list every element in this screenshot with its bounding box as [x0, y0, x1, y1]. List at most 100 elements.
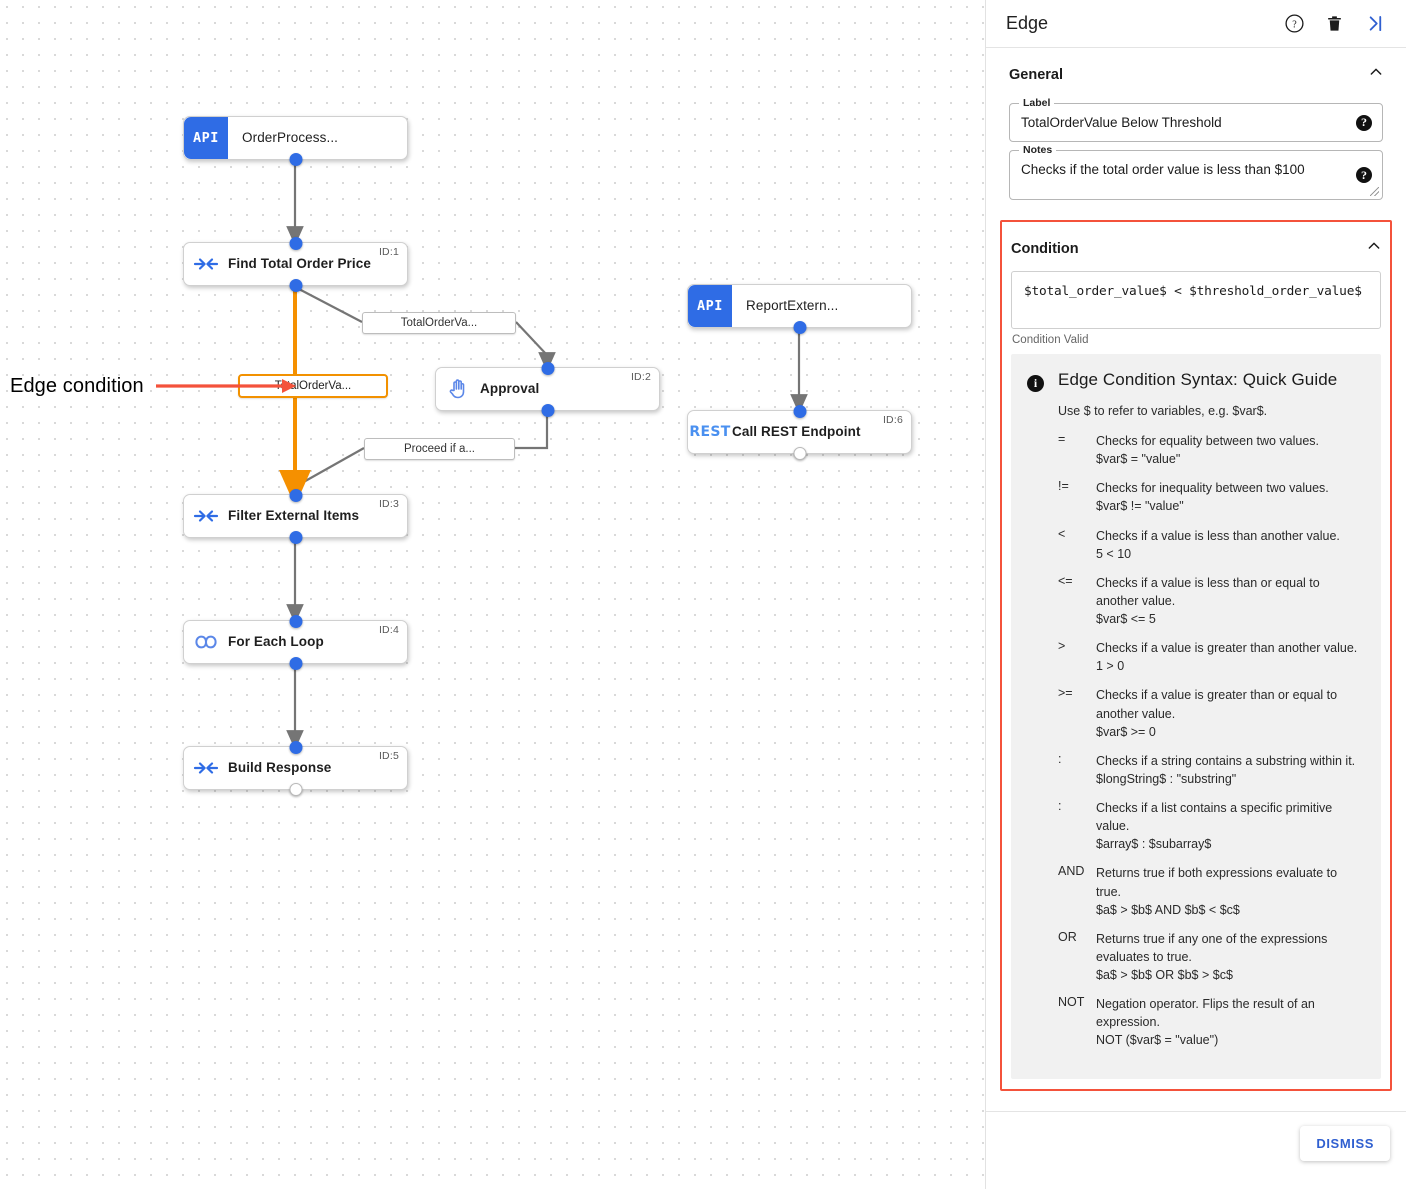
- operator-symbol: :: [1058, 751, 1062, 766]
- operator-description: Checks if a string contains a substring …: [1096, 752, 1365, 788]
- node-output-port[interactable]: [289, 530, 302, 544]
- operator-symbol: <=: [1058, 573, 1073, 588]
- operator-description: Negation operator. Flips the result of a…: [1096, 995, 1365, 1049]
- guide-operator-row: AND Returns true if both expressions eval…: [1058, 864, 1365, 918]
- notes-help-icon[interactable]: ?: [1356, 167, 1372, 183]
- operator-example: $a$ > $b$ OR $b$ > $c$: [1096, 968, 1233, 982]
- trash-icon[interactable]: [1325, 13, 1344, 34]
- node-output-port[interactable]: [289, 782, 302, 796]
- svg-text:?: ?: [1292, 19, 1297, 30]
- condition-syntax-guide: i Edge Condition Syntax: Quick Guide Use…: [1011, 354, 1381, 1079]
- operator-description: Checks if a value is greater than or equ…: [1096, 686, 1365, 740]
- node-id-tag: ID:5: [378, 750, 399, 762]
- api-badge-icon: API: [688, 285, 732, 327]
- operator-desc-text: Checks if a value is greater than anothe…: [1096, 641, 1358, 656]
- operator-example: $var$ >= 0: [1096, 724, 1156, 739]
- infinity-icon: [184, 621, 228, 663]
- merge-arrows-icon: [184, 495, 228, 537]
- operator-symbol: OR: [1058, 929, 1077, 944]
- chevron-up-icon[interactable]: [1366, 238, 1382, 259]
- notes-field-value: Checks if the total order value is less …: [1021, 162, 1305, 177]
- guide-title: Edge Condition Syntax: Quick Guide: [1058, 370, 1338, 389]
- node-output-port[interactable]: [289, 656, 302, 670]
- node-title: ReportExtern...: [746, 298, 839, 313]
- notes-resize-handle[interactable]: [1370, 187, 1379, 196]
- operator-desc-text: Checks if a value is less than or equal …: [1096, 575, 1320, 608]
- merge-arrows-icon: [184, 747, 228, 789]
- edge-label[interactable]: Proceed if a...: [364, 438, 515, 460]
- node-input-port[interactable]: [289, 614, 302, 628]
- help-circle-icon[interactable]: ?: [1284, 13, 1305, 34]
- condition-expression-input[interactable]: $total_order_value$ < $threshold_order_v…: [1011, 271, 1381, 329]
- node-id-tag: ID:6: [882, 414, 903, 426]
- node-input-port[interactable]: [289, 488, 302, 502]
- collapse-panel-icon[interactable]: [1364, 13, 1386, 34]
- operator-desc-text: Returns true if any one of the expressio…: [1096, 931, 1328, 964]
- node-title: Call REST Endpoint: [732, 424, 861, 439]
- operator-desc-text: Checks for equality between two values.: [1096, 434, 1320, 448]
- operator-symbol: <: [1058, 526, 1066, 541]
- node-output-port[interactable]: [793, 320, 806, 334]
- guide-body: Edge Condition Syntax: Quick Guide Use $…: [1058, 370, 1365, 1061]
- panel-header: Edge ?: [986, 0, 1406, 48]
- node-output-port[interactable]: [541, 403, 554, 417]
- guide-operator-row: : Checks if a string contains a substring…: [1058, 752, 1365, 788]
- rest-badge-icon: REST: [689, 424, 731, 440]
- label-field-legend: Label: [1019, 97, 1055, 109]
- operator-example: $var$ != "value": [1096, 499, 1184, 514]
- dismiss-button[interactable]: DISMISS: [1300, 1126, 1390, 1161]
- condition-section-title: Condition: [1011, 240, 1079, 257]
- node-input-port[interactable]: [289, 236, 302, 250]
- operator-desc-text: Checks for inequality between two values…: [1096, 481, 1329, 496]
- operator-description: Returns true if any one of the expressio…: [1096, 930, 1365, 984]
- operator-example: 5 < 10: [1096, 546, 1132, 561]
- node-input-port[interactable]: [289, 740, 302, 754]
- label-field[interactable]: Label TotalOrderValue Below Threshold ?: [1009, 97, 1383, 142]
- operator-symbol: !=: [1058, 479, 1069, 494]
- guide-operator-row: :Checks if a list contains a specific pr…: [1058, 799, 1365, 853]
- notes-field-legend: Notes: [1019, 144, 1057, 156]
- edge-properties-panel: Edge ?: [985, 0, 1406, 1189]
- n-report-extern[interactable]: API ReportExtern...: [687, 284, 912, 334]
- guide-lead: Use $ to refer to variables, e.g. $var$.: [1058, 404, 1268, 418]
- operator-symbol: AND: [1058, 864, 1085, 879]
- guide-operator-row: >Checks if a value is greater than anoth…: [1058, 639, 1365, 675]
- operator-desc-text: Checks if a list contains a specific pri…: [1096, 801, 1333, 834]
- general-section: General Label TotalOrderValue Below Thre…: [986, 48, 1406, 200]
- node-title: OrderProcess...: [242, 130, 339, 145]
- n-build-response[interactable]: Build Response ID:5: [183, 740, 408, 796]
- hand-icon: [436, 368, 480, 410]
- panel-footer: DISMISS: [986, 1111, 1406, 1189]
- node-title: Build Response: [228, 760, 332, 775]
- edge-label[interactable]: TotalOrderVa...: [362, 312, 516, 334]
- notes-field[interactable]: Notes Checks if the total order value is…: [1009, 144, 1383, 200]
- operator-desc-text: Returns true if both expressions evaluat…: [1096, 866, 1338, 899]
- node-title: Find Total Order Price: [228, 256, 371, 271]
- guide-operator-row: <= Checks if a value is less than or equa…: [1058, 574, 1365, 628]
- general-section-header[interactable]: General: [1000, 48, 1392, 95]
- chevron-up-icon[interactable]: [1368, 64, 1384, 85]
- label-help-icon[interactable]: ?: [1356, 114, 1372, 131]
- edge-condition-annotation: Edge condition: [10, 374, 304, 398]
- info-icon: i: [1027, 375, 1044, 392]
- operator-symbol: =: [1058, 432, 1066, 446]
- operator-desc-text: Checks if a string contains a substring …: [1096, 753, 1356, 768]
- node-output-port[interactable]: [289, 152, 302, 166]
- operator-description: Checks if a value is less than another v…: [1096, 527, 1365, 563]
- guide-operator-list: = Checks for equality between two values.…: [1058, 432, 1365, 1050]
- operator-example: NOT ($var$ = "value"): [1096, 1033, 1219, 1048]
- operator-desc-text: Checks if a value is less than another v…: [1096, 528, 1340, 543]
- node-input-port[interactable]: [793, 404, 806, 418]
- condition-section-header[interactable]: Condition: [1002, 222, 1390, 269]
- node-output-port[interactable]: [289, 278, 302, 292]
- node-output-port[interactable]: [793, 446, 806, 460]
- node-input-port[interactable]: [541, 361, 554, 375]
